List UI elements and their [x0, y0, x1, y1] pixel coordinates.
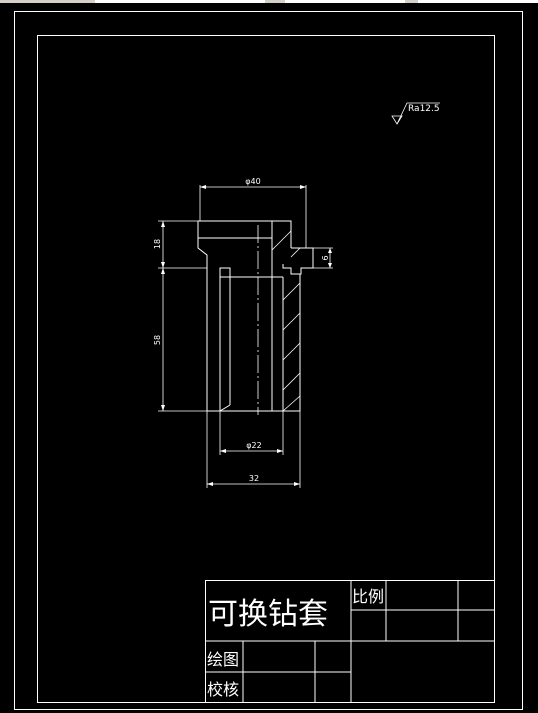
dimension-58: 58: [153, 268, 207, 412]
roughness-label: Ra12.5: [408, 104, 440, 114]
section-hatching: [271, 230, 301, 412]
dim-arrows: [328, 248, 332, 268]
flange-outline: [197, 220, 292, 268]
roughness-leader: [396, 102, 440, 125]
groove-left: [219, 267, 231, 278]
dimension-6: 6: [313, 247, 333, 269]
top-field-1: [95, 0, 265, 3]
part-name: 可换钻套: [208, 597, 328, 632]
dim-text-body-width: 32: [249, 474, 259, 483]
dim-text-outer-diameter: φ40: [245, 177, 260, 186]
hatch-line: [282, 282, 301, 301]
bushing-part: [197, 220, 314, 415]
sheet-outer-border: [14, 11, 523, 710]
dim-text-step: 6: [321, 255, 330, 260]
hatch-line: [282, 312, 301, 331]
drawn-label: 绘图: [207, 650, 239, 669]
title-block: 可换钻套 比例 绘图 校核: [205, 580, 495, 703]
hatch-line: [282, 372, 301, 391]
dim-text-inner-diameter: φ22: [246, 441, 261, 450]
hatch-line: [271, 230, 292, 251]
dimension-phi22: φ22: [219, 411, 284, 455]
hatch-line: [282, 395, 301, 412]
top-strip: [0, 0, 538, 3]
hatch-line: [290, 247, 301, 258]
dim-text-head-height: 18: [153, 239, 162, 249]
dimension-18: 18: [153, 220, 207, 269]
top-field-3: [418, 0, 538, 3]
dimension-32: 32: [206, 411, 301, 488]
top-field-2: [285, 0, 405, 3]
step-outline: [282, 247, 314, 275]
scale-label: 比例: [352, 587, 384, 606]
hatch-line: [282, 342, 301, 361]
dimension-phi40: φ40: [199, 177, 307, 248]
checked-label: 校核: [207, 680, 239, 699]
roughness-symbol: Ra12.5: [391, 102, 440, 125]
window-top-edge: [0, 0, 538, 3]
bore-bottom-chamfer: [219, 404, 231, 412]
dim-text-body-length: 58: [153, 335, 162, 345]
roughness-triangle: [391, 115, 403, 125]
